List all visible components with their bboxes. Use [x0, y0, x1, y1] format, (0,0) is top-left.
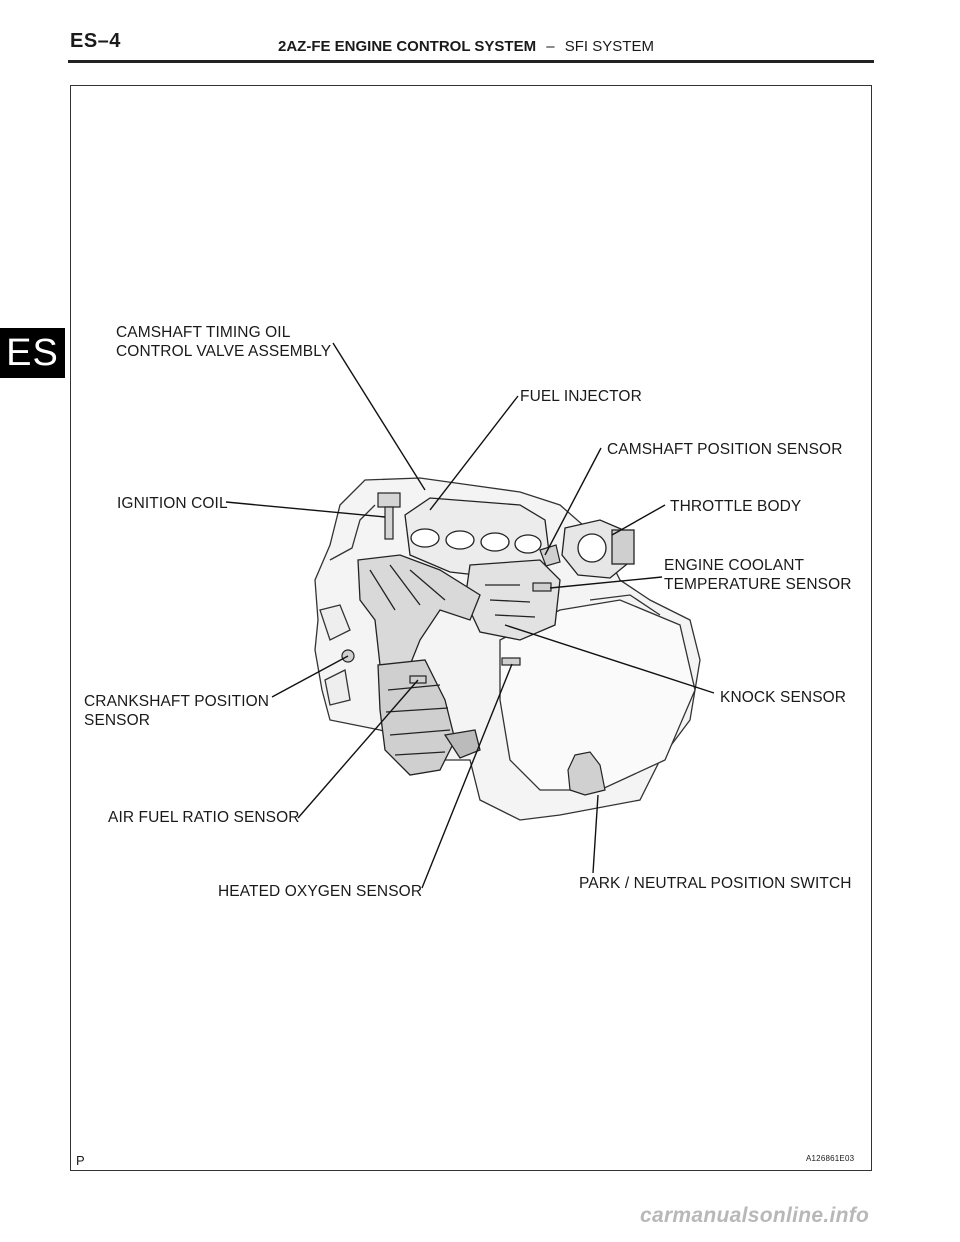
label-engine-coolant-temperature-sensor: ENGINE COOLANT TEMPERATURE SENSOR [664, 556, 852, 594]
label-ignition-coil: IGNITION COIL [117, 494, 228, 513]
leader-camshaft-ocv [333, 343, 425, 490]
label-air-fuel-ratio-sensor: AIR FUEL RATIO SENSOR [108, 808, 300, 827]
label-camshaft-ocv-line1: CAMSHAFT TIMING OIL [116, 323, 331, 342]
leader-throttle-body [612, 505, 665, 535]
label-knock-sensor: KNOCK SENSOR [720, 688, 846, 707]
label-camshaft-ocv: CAMSHAFT TIMING OIL CONTROL VALVE ASSEMB… [116, 323, 331, 361]
label-heated-oxygen-sensor: HEATED OXYGEN SENSOR [218, 882, 422, 901]
label-throttle-body: THROTTLE BODY [670, 497, 801, 516]
label-crankshaft-line2: SENSOR [84, 711, 269, 730]
label-ect-line1: ENGINE COOLANT [664, 556, 852, 575]
figure-id: A126861E03 [806, 1154, 854, 1163]
figure-corner-letter: P [76, 1153, 85, 1168]
label-park-neutral-position-switch: PARK / NEUTRAL POSITION SWITCH [579, 874, 852, 893]
label-crankshaft-position-sensor: CRANKSHAFT POSITION SENSOR [84, 692, 269, 730]
label-fuel-injector: FUEL INJECTOR [520, 387, 642, 406]
label-camshaft-ocv-line2: CONTROL VALVE ASSEMBLY [116, 342, 331, 361]
label-crankshaft-line1: CRANKSHAFT POSITION [84, 692, 269, 711]
footer-watermark: carmanualsonline.info [640, 1204, 869, 1228]
label-ect-line2: TEMPERATURE SENSOR [664, 575, 852, 594]
label-camshaft-position-sensor: CAMSHAFT POSITION SENSOR [607, 440, 843, 459]
